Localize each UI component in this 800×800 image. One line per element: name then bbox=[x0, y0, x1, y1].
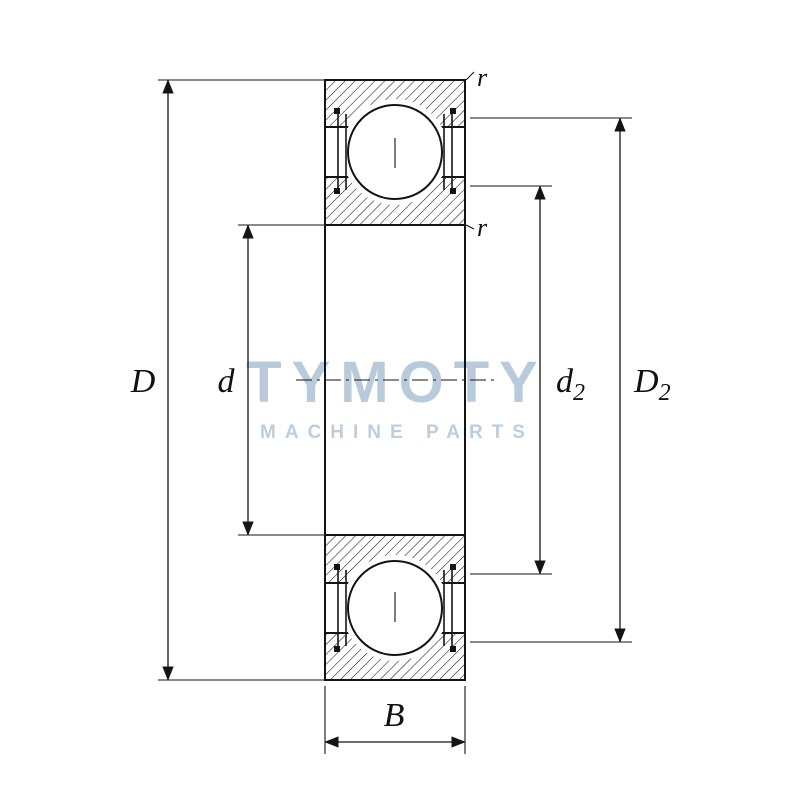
dim-label-d2: d2 bbox=[556, 363, 585, 406]
shield-anchor bbox=[450, 564, 456, 570]
shield-bottom-left bbox=[334, 564, 347, 652]
dim-label-D: D bbox=[130, 363, 156, 400]
shield-top-right bbox=[443, 108, 456, 194]
dimension-width: B bbox=[324, 686, 466, 754]
shield-bottom-right bbox=[443, 564, 456, 652]
dimension-outer-diameter: D bbox=[130, 79, 325, 681]
dim-label-D2: D2 bbox=[633, 363, 671, 406]
shield-anchor bbox=[334, 188, 340, 194]
watermark-title: TYMOTY bbox=[246, 350, 548, 415]
ball-bottom bbox=[347, 560, 443, 656]
chamfer-radius-inner: r bbox=[465, 213, 488, 242]
leader-line bbox=[465, 224, 475, 230]
chamfer-radius-outer: r bbox=[465, 63, 488, 92]
watermark: TYMOTY MACHINE PARTS bbox=[246, 350, 548, 443]
shield-top-left bbox=[334, 108, 347, 194]
watermark-subtitle: MACHINE PARTS bbox=[260, 422, 534, 443]
ball-top bbox=[347, 104, 443, 200]
dimension-inner-shoulder: d2 bbox=[470, 185, 585, 575]
shield-anchor bbox=[450, 646, 456, 652]
shield-anchor bbox=[334, 646, 340, 652]
bearing-sections bbox=[324, 79, 466, 681]
dimension-bore-diameter: d bbox=[218, 224, 325, 536]
dim-label-d: d bbox=[218, 363, 236, 400]
chamfer-label-r-outer: r bbox=[477, 63, 488, 92]
shield-anchor bbox=[450, 108, 456, 114]
shield-anchor bbox=[334, 108, 340, 114]
dimension-outer-shoulder: D2 bbox=[470, 117, 671, 643]
shield-anchor bbox=[450, 188, 456, 194]
leader-line bbox=[465, 71, 475, 81]
dim-label-B: B bbox=[384, 697, 405, 734]
shield-anchor bbox=[334, 564, 340, 570]
chamfer-label-r-inner: r bbox=[477, 213, 488, 242]
